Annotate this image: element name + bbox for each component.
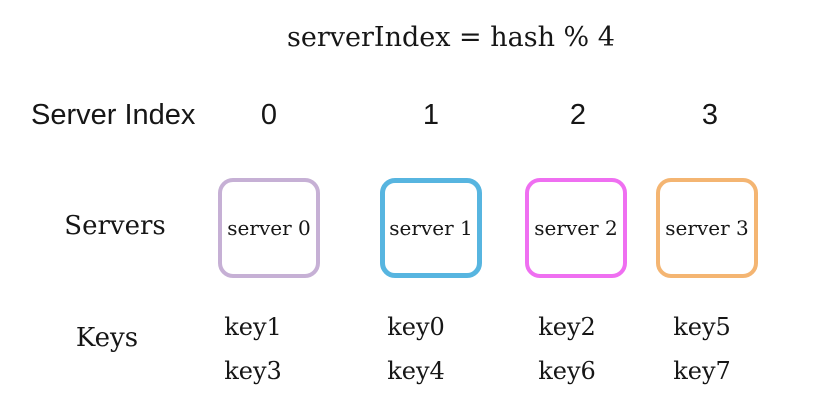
- server-index-value-1: 1: [422, 99, 440, 131]
- key-item: key6: [538, 357, 596, 385]
- server-box-0-label: server 0: [227, 216, 311, 240]
- key-item: key1: [224, 313, 282, 341]
- key-item: key0: [387, 313, 445, 341]
- key-list-1: key0 key4: [387, 305, 445, 393]
- key-item: key3: [224, 357, 282, 385]
- key-item: key4: [387, 357, 445, 385]
- server-index-row-label: Server Index: [31, 99, 196, 131]
- server-box-1-label: server 1: [389, 216, 473, 240]
- server-box-3-label: server 3: [665, 216, 749, 240]
- server-index-value-3: 3: [701, 99, 719, 131]
- key-item: key5: [673, 313, 731, 341]
- key-list-3: key5 key7: [673, 305, 731, 393]
- server-box-3: server 3: [656, 178, 758, 278]
- formula-title: serverIndex = hash % 4: [287, 22, 615, 53]
- key-list-2: key2 key6: [538, 305, 596, 393]
- servers-row-label: Servers: [64, 211, 166, 241]
- key-item: key2: [538, 313, 596, 341]
- server-box-0: server 0: [218, 178, 320, 278]
- key-item: key7: [673, 357, 731, 385]
- server-index-value-2: 2: [569, 99, 587, 131]
- server-box-2: server 2: [525, 178, 627, 278]
- server-index-value-0: 0: [260, 99, 278, 131]
- server-box-1: server 1: [380, 178, 482, 278]
- key-list-0: key1 key3: [224, 305, 282, 393]
- keys-row-label: Keys: [75, 323, 139, 353]
- server-box-2-label: server 2: [534, 216, 618, 240]
